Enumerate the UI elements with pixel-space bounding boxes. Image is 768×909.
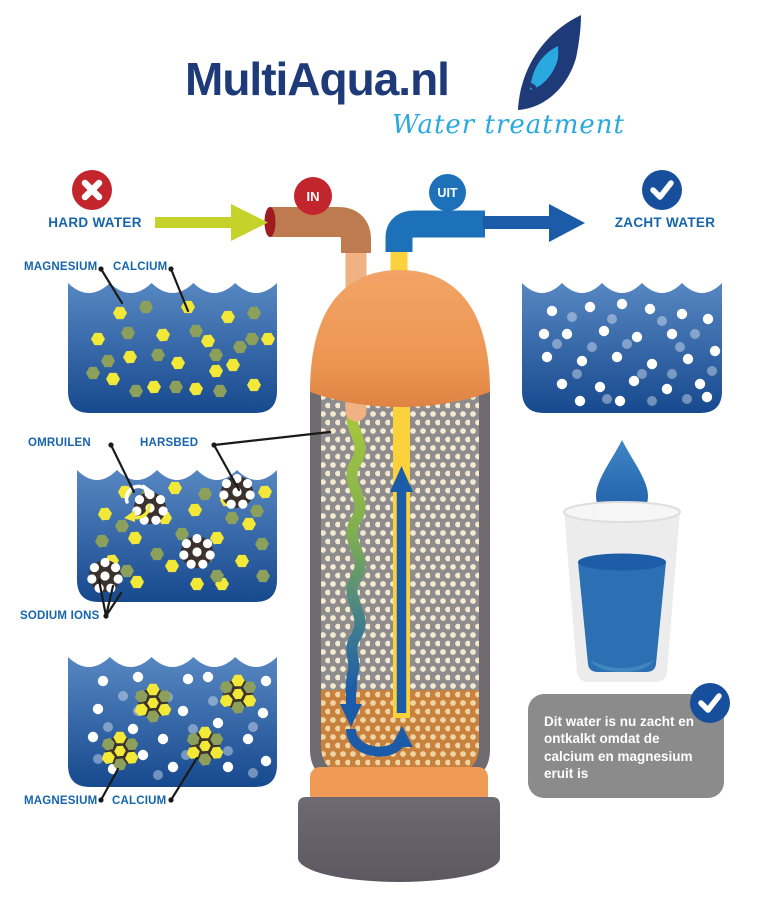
label-harsbed: HARSBED [140,437,199,449]
glass-water [578,562,666,672]
label-omruilen: OMRUILEN [28,437,91,449]
label-magnesium-bottom: MAGNESIUM [24,795,98,807]
soft-water-box [522,283,722,413]
hard-water-flow-squiggle [345,400,366,698]
inlet-badge-label: IN [306,188,320,204]
tank-base [298,797,500,882]
callout-check-circle-icon [690,683,730,723]
up-flow-arrow-icon [390,466,413,492]
soft-water-arrow-icon [483,204,585,242]
water-glass [563,440,681,682]
label-zacht-water: ZACHT WATER [614,215,716,230]
inlet-badge: IN [294,177,332,215]
outlet-badge: UIT [429,174,466,211]
callout-text: Dit water is nu zacht en ontkalkt omdat … [544,714,695,781]
label-hard-water: HARD WATER [48,215,142,230]
label-calcium-top: CALCIUM [113,261,168,273]
callout-box: Dit water is nu zacht en ontkalkt omdat … [528,694,724,799]
down-flow-arrow-icon [340,704,362,727]
water-swoosh-icon [518,15,581,110]
hard-water-box [68,283,277,413]
label-magnesium-top: MAGNESIUM [24,261,98,273]
softener-tank [298,270,500,882]
label-sodium-ions: SODIUM IONS [20,610,100,622]
x-circle-icon [72,170,112,210]
hard-water-arrow-icon [155,204,268,241]
exchange-arrows-icon [124,484,154,522]
exchange-water-box [77,470,277,602]
check-circle-icon [642,170,682,210]
brand-logo-text: MultiAqua.nl [185,53,450,105]
tank-dome [310,270,490,407]
captured-minerals-box [68,657,277,787]
brand-tagline: Water treatment [392,110,625,140]
label-calcium-bottom: CALCIUM [112,795,167,807]
outlet-badge-label: UIT [437,185,458,200]
